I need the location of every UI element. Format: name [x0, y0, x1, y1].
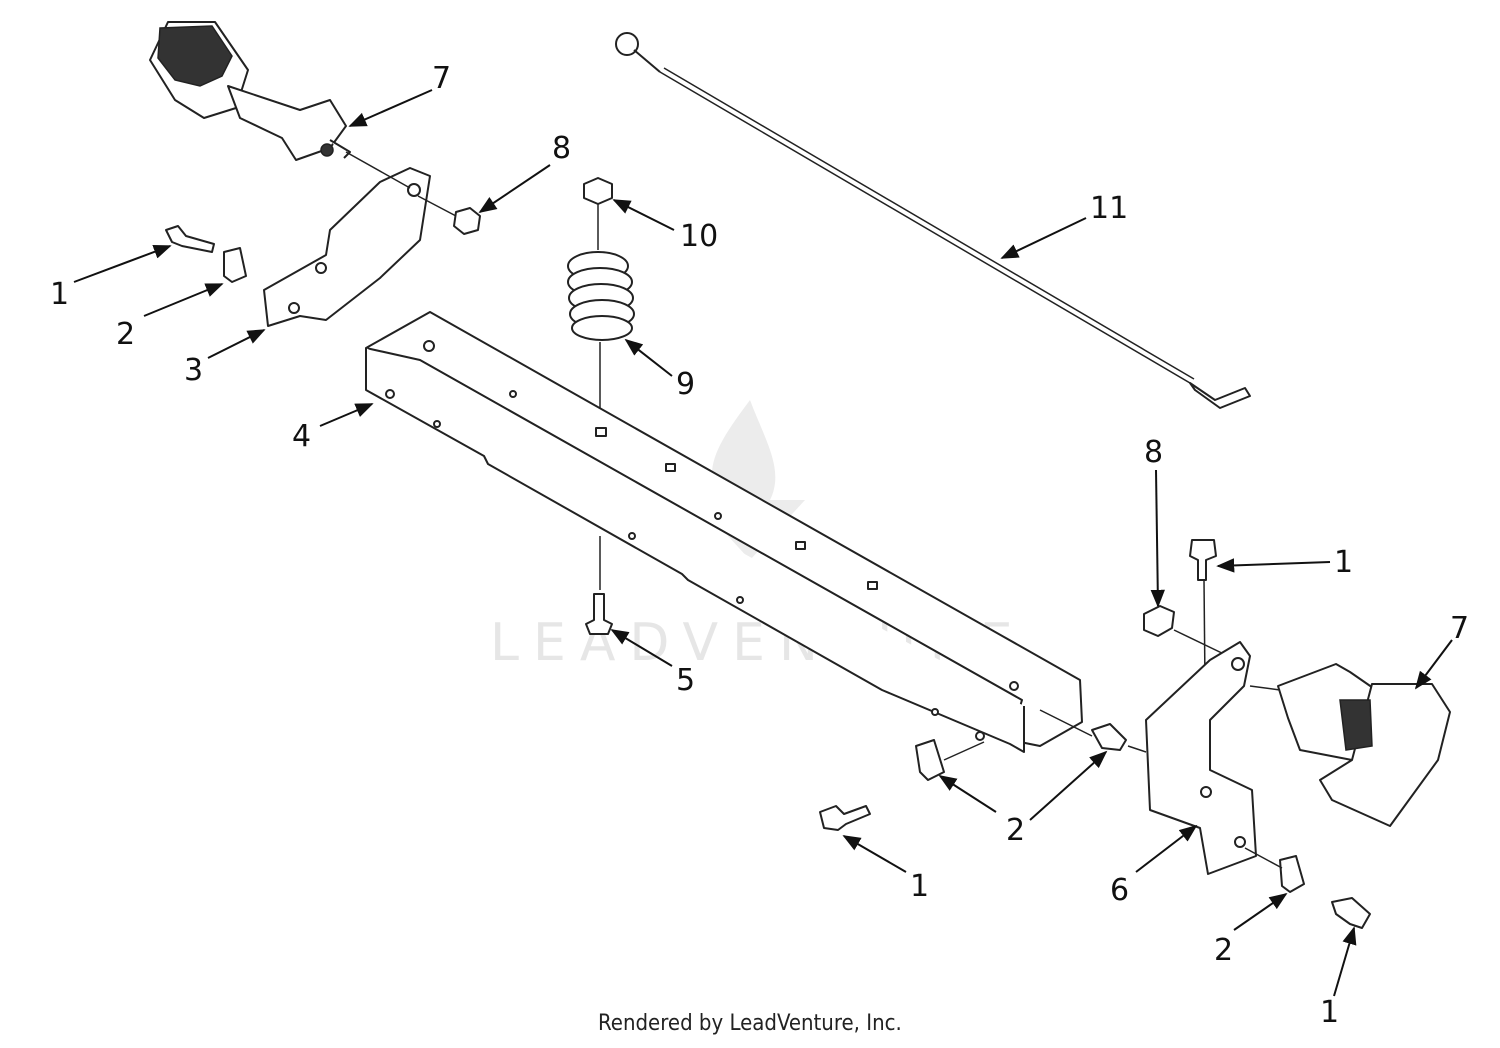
callout-2-lower-right-hidden: 2: [1006, 813, 1025, 848]
callout-2-lower-mid: 2: [1006, 813, 1025, 848]
clip-nut-part-2-upper-left: [223, 247, 247, 283]
callout-5: 5: [676, 663, 695, 698]
callout-10: 10: [680, 219, 718, 254]
bracket-part-6: [1145, 641, 1257, 875]
callout-9: 9: [676, 367, 695, 402]
rail-part-4: [365, 311, 1083, 753]
callout-2-upper-left: 2: [116, 317, 135, 352]
callout-6: 6: [1110, 873, 1129, 908]
callout-7-upper: 7: [432, 61, 451, 96]
callout-1-upper-left: 1: [50, 277, 69, 312]
switch-part-7-upper: [149, 21, 351, 161]
nut-part-10: [583, 177, 613, 205]
callout-8-upper: 8: [552, 131, 571, 166]
callout-1-bottom-right: 1: [1320, 995, 1339, 1030]
cable-part-11: [615, 32, 1251, 409]
switch-part-7-lower: [1277, 663, 1451, 827]
callout-1-right-vertical: 1: [1334, 545, 1353, 580]
callout-4: 4: [292, 419, 311, 454]
bolt-part-1-bottom-right: [1331, 897, 1371, 929]
leader-lines: [73, 89, 1453, 997]
bolt-part-1-lower-mid: [819, 805, 871, 831]
clip-nut-part-2-bottom-right: [1279, 855, 1305, 893]
callout-8-lower: 8: [1144, 435, 1163, 470]
bolt-part-1-upper-left: [165, 225, 215, 253]
bracket-part-3: [263, 167, 431, 327]
callout-1-lower-mid: 1: [910, 869, 929, 904]
callout-7-lower: 7: [1450, 611, 1469, 646]
callout-2-bottom-right: 2: [1214, 933, 1233, 968]
clip-nut-part-2-lower-right: [1091, 723, 1127, 751]
callout-11: 11: [1090, 191, 1128, 226]
clip-nut-part-2-lower-mid: [915, 739, 945, 781]
nut-part-8-upper: [453, 207, 481, 235]
nut-part-8-lower: [1143, 605, 1175, 637]
footer-credit: Rendered by LeadVenture, Inc.: [598, 1011, 902, 1036]
callout-3: 3: [184, 353, 203, 388]
bolt-part-1-right-vertical: [1189, 539, 1217, 581]
bolt-part-5: [585, 593, 613, 635]
spring-part-9: [567, 251, 635, 341]
